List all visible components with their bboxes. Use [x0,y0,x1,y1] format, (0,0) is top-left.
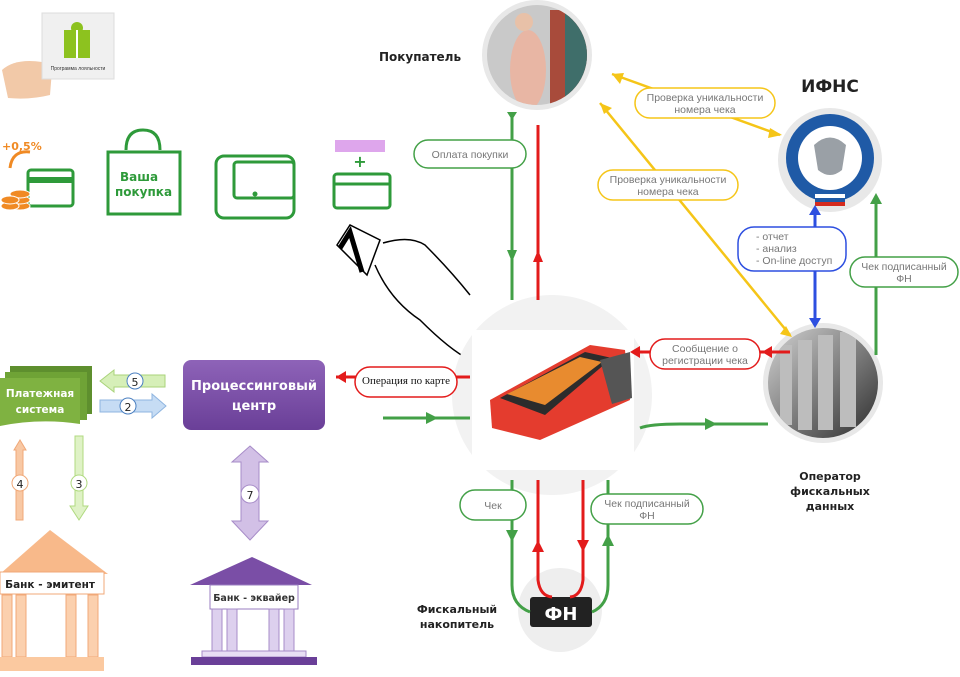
buyer-label: Покупатель [379,50,462,64]
fn-label-1: Фискальный [417,603,497,616]
report-line-1: - отчет [756,231,789,243]
check-unique-1-line2: номера чека [674,104,735,116]
card-operation-pill: Операция по карте [354,366,458,398]
ofd-label-1: Оператор [799,470,861,483]
step-5-arrow: 5 [99,368,166,394]
registration-line1: Сообщение о [672,343,738,355]
pos-terminal-node [452,295,652,495]
step-3-arrow: 3 [69,435,89,521]
loyalty-card-label: Программа лояльности [51,66,106,72]
fn-label-2: накопитель [420,618,494,631]
terminal-to-fn-arrow [510,480,531,614]
report-pill: - отчет - анализ - On-line доступ [737,226,847,272]
processing-label-1: Процессинговый [191,379,317,394]
report-line-3: - On-line доступ [756,255,832,267]
ofd-label-3: данных [806,500,855,513]
check-label: Чек [484,500,502,512]
bag-text-2: покупка [115,185,172,199]
acquirer-bank-label: Банк - эквайер [213,593,295,604]
fn-node: ФН Фискальный накопитель [417,568,602,652]
signed-check-ifns-line1: Чек подписанный [861,261,947,273]
wallet-icon [214,154,296,220]
card-plus-icon: + [332,140,392,210]
cashback-icon: +0,5% [0,140,75,211]
payment-system-label-1: Платежная [6,388,74,400]
payment-pill: Оплата покупки [413,139,527,169]
signed-check-ifns-pill: Чек подписанный ФН [849,256,959,288]
registration-line2: регистрации чека [662,355,748,367]
step-5-label: 5 [132,376,139,389]
registration-pill: Сообщение о регистрации чека [649,338,761,370]
signed-check-fn-pill: Чек подписанный ФН [590,493,704,525]
check-unique-2-line1: Проверка уникальности [610,174,727,186]
fn-to-terminal-arrow [591,480,610,614]
payment-label: Оплата покупки [432,149,509,161]
signed-check-fn-line2: ФН [639,510,655,522]
step-7-arrow: 7 [230,445,270,541]
ifns-label: ИФНС [801,77,859,97]
ofd-label-2: фискальных [790,485,870,498]
card-operation-label: Операция по карте [362,375,450,387]
step-3-label: 3 [76,478,83,491]
issuer-bank-label: Банк - эмитент [5,579,96,591]
signed-check-ifns-line2: ФН [896,273,912,285]
step-2-arrow: 2 [99,392,167,420]
processing-label-2: центр [232,399,276,414]
step-4-arrow: 4 [11,439,29,521]
step-4-label: 4 [17,478,24,491]
issuer-bank-node: Банк - эмитент [0,530,108,671]
signed-check-fn-line1: Чек подписанный [604,498,690,510]
hand-icon [2,61,52,99]
fn-to-terminal-red-arrow-1 [536,480,553,599]
report-line-2: - анализ [756,243,797,255]
terminal-to-fn-red-arrow-2 [569,480,585,599]
payment-system-node: Платежная система [0,366,92,426]
payment-system-label-2: система [16,404,65,416]
check-unique-pill-2: Проверка уникальности номера чека [597,169,739,201]
ofd-node: Оператор фискальных данных [763,323,883,513]
buyer-node: Покупатель [379,0,592,110]
fn-badge-text: ФН [545,604,578,625]
hand-with-card-icon [336,224,471,361]
step-2-label: 2 [125,401,132,414]
processing-center-node: Процессинговый центр [183,360,325,430]
plus-sign: + [353,152,366,171]
loyalty-card-image: Программа лояльности [2,12,115,99]
terminal-to-ofd-arrow [639,422,768,430]
check-unique-pill-1: Проверка уникальности номера чека [634,87,776,119]
check-pill: Чек [459,489,527,521]
fn-badge [530,597,592,627]
ofd-to-buyer-arrow [599,102,791,336]
acquirer-bank-node: Банк - эквайер [190,557,317,665]
ifns-node: ИФНС [778,77,882,212]
bag-text-1: Ваша [120,170,158,184]
check-unique-1-line1: Проверка уникальности [647,92,764,104]
shopping-bag-icon: Ваша покупка [106,128,182,216]
cashback-label: +0,5% [2,140,42,153]
step-7-label: 7 [247,489,254,502]
check-unique-2-line2: номера чека [637,186,698,198]
